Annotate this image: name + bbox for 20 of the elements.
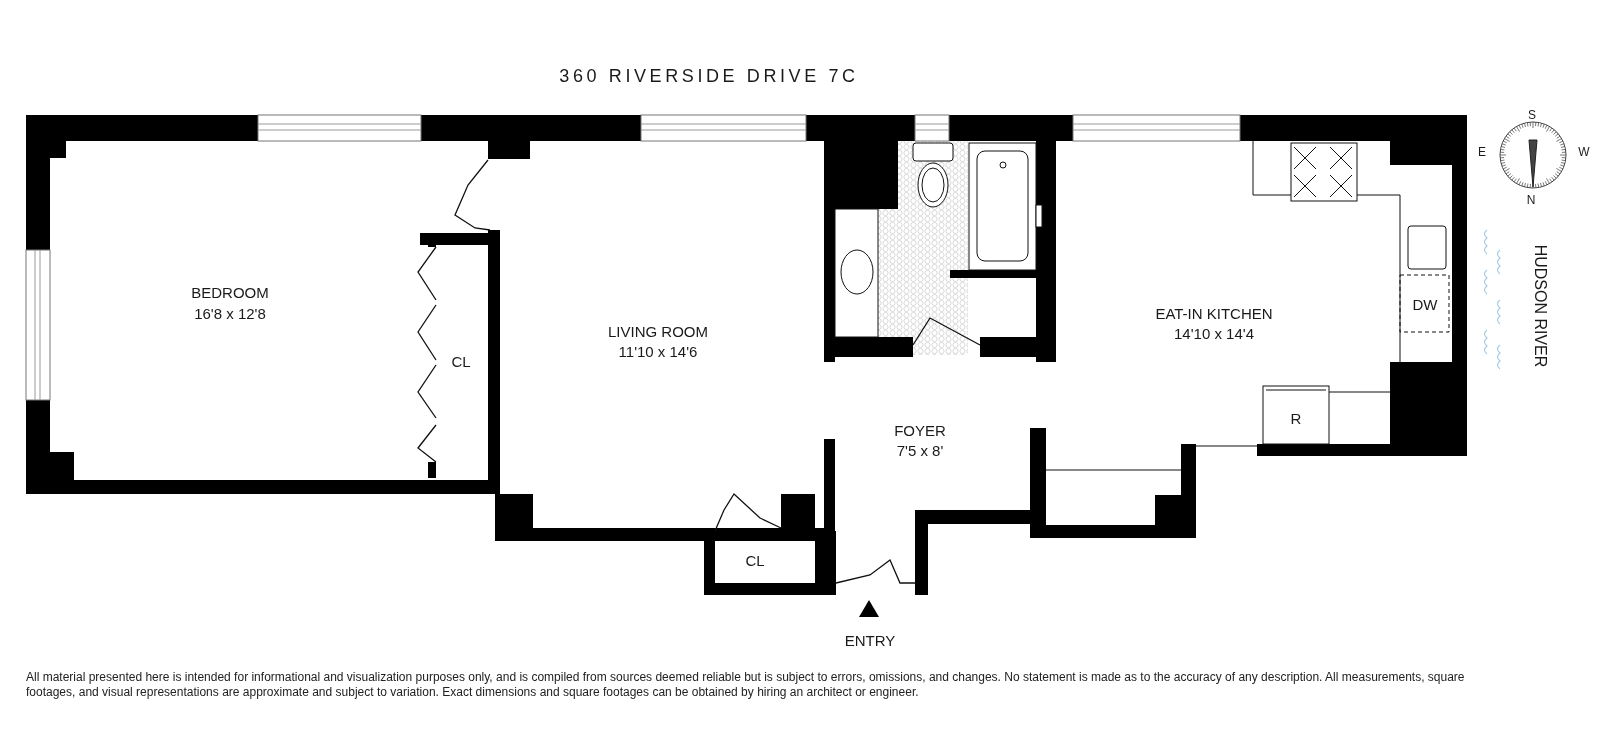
appliance-label: R — [1290, 410, 1302, 426]
appliance-label: DW — [1412, 296, 1438, 312]
compass-letter: S — [1528, 109, 1536, 121]
closet-label: CL — [451, 353, 471, 369]
closet-label: CL — [745, 552, 765, 568]
disclaimer-note: All material presented here is intended for informational and visualization purposes only, and is compiled from sources deemed reliable but is subject to errors, omissions, and changes. No statement is made as to the accuracy of any description. All measurements, square footages, and visual representations are approximate and subject to variation. Exact dimensions and square footages can be obtained by hiring an architect or engineer. — [26, 670, 1466, 700]
compass-letter: W — [1578, 146, 1590, 158]
room-dimensions: 11'10 x 14'6 — [618, 343, 698, 359]
room-name: EAT-IN KITCHEN — [1155, 305, 1273, 321]
entry-label: ENTRY — [844, 632, 896, 648]
room-name: BEDROOM — [191, 284, 269, 300]
room-dimensions: 14'10 x 14'4 — [1174, 325, 1254, 341]
river-label: HUDSON RIVER — [1532, 244, 1548, 368]
room-dimensions: 7'5 x 8' — [896, 442, 944, 458]
room-dimensions: 16'8 x 12'8 — [194, 305, 266, 321]
room-name: FOYER — [894, 422, 946, 438]
compass-letter: E — [1478, 146, 1486, 158]
room-name: LIVING ROOM — [608, 323, 708, 339]
plan-title: 360 RIVERSIDE DRIVE 7C — [559, 65, 859, 87]
compass-letter: N — [1526, 194, 1536, 206]
